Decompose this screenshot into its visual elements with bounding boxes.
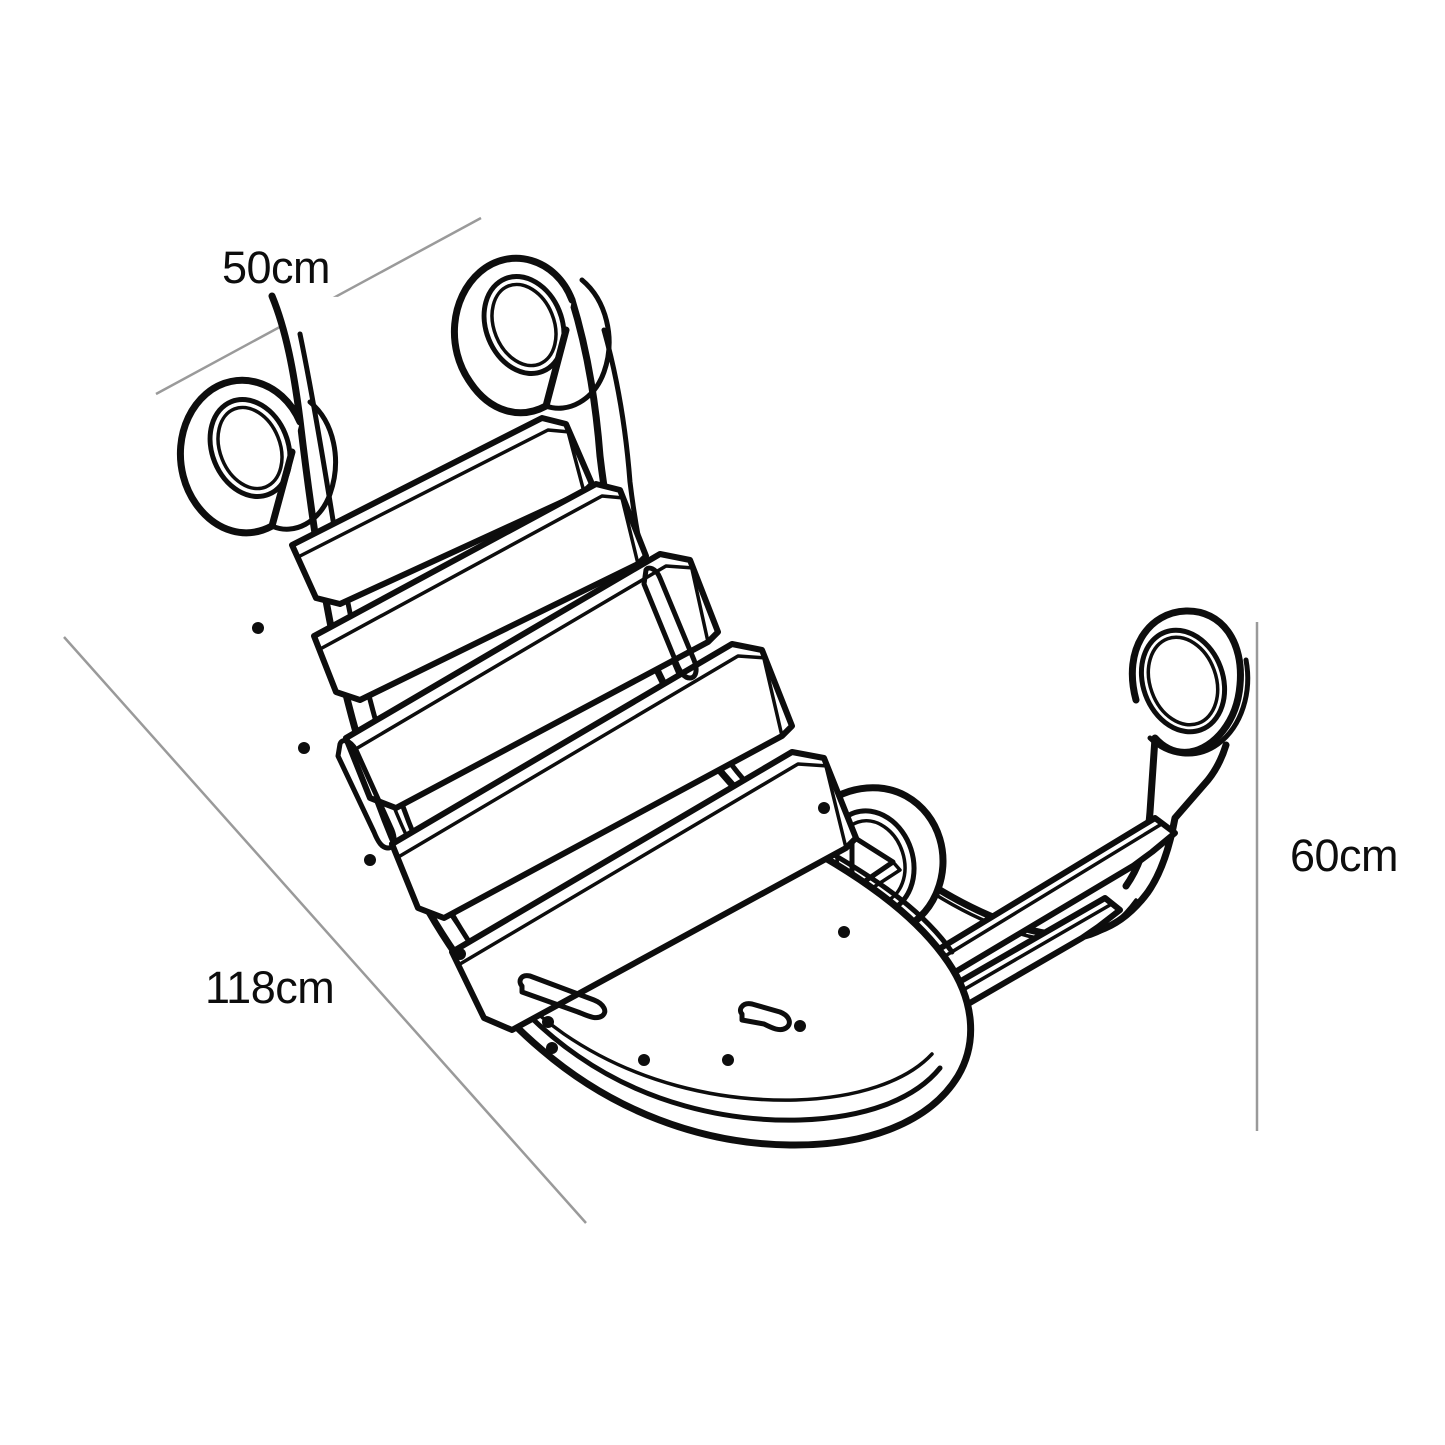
screw-holes <box>252 622 850 1066</box>
screw-dot <box>794 1020 806 1032</box>
rope-hole-left <box>207 397 293 499</box>
slot-bottom-left <box>517 973 608 1021</box>
screw-dot <box>818 802 830 814</box>
slot-bottom-right <box>737 1001 792 1033</box>
screw-dot <box>722 1054 734 1066</box>
dimension-label-length: 118cm <box>205 962 335 1013</box>
dimension-label-height: 60cm <box>1290 830 1399 881</box>
rung-5 <box>449 749 859 1033</box>
ladder-rungs <box>289 415 859 1033</box>
screw-dot <box>542 1016 554 1028</box>
screw-dot <box>454 948 466 960</box>
slot-upper-right <box>641 565 699 681</box>
slot-left <box>335 738 397 851</box>
screw-dot <box>252 622 264 634</box>
rope-handle-right <box>1122 607 1251 890</box>
rung-3 <box>343 551 721 811</box>
screw-dot <box>638 1054 650 1066</box>
rope-hole-top <box>481 274 567 376</box>
rung-2 <box>311 481 649 703</box>
screw-dot <box>298 742 310 754</box>
screw-dot <box>838 926 850 938</box>
rope-handle-top <box>450 254 612 417</box>
screw-dot <box>546 1042 558 1054</box>
slot-cutouts <box>335 565 792 1033</box>
rung-4 <box>389 641 795 921</box>
rope-handle-left <box>176 376 338 537</box>
screw-dot <box>364 854 376 866</box>
dimension-label-width: 50cm <box>222 242 331 293</box>
rope-hole-right <box>1138 627 1228 735</box>
dimension-line-length <box>63 636 587 1224</box>
